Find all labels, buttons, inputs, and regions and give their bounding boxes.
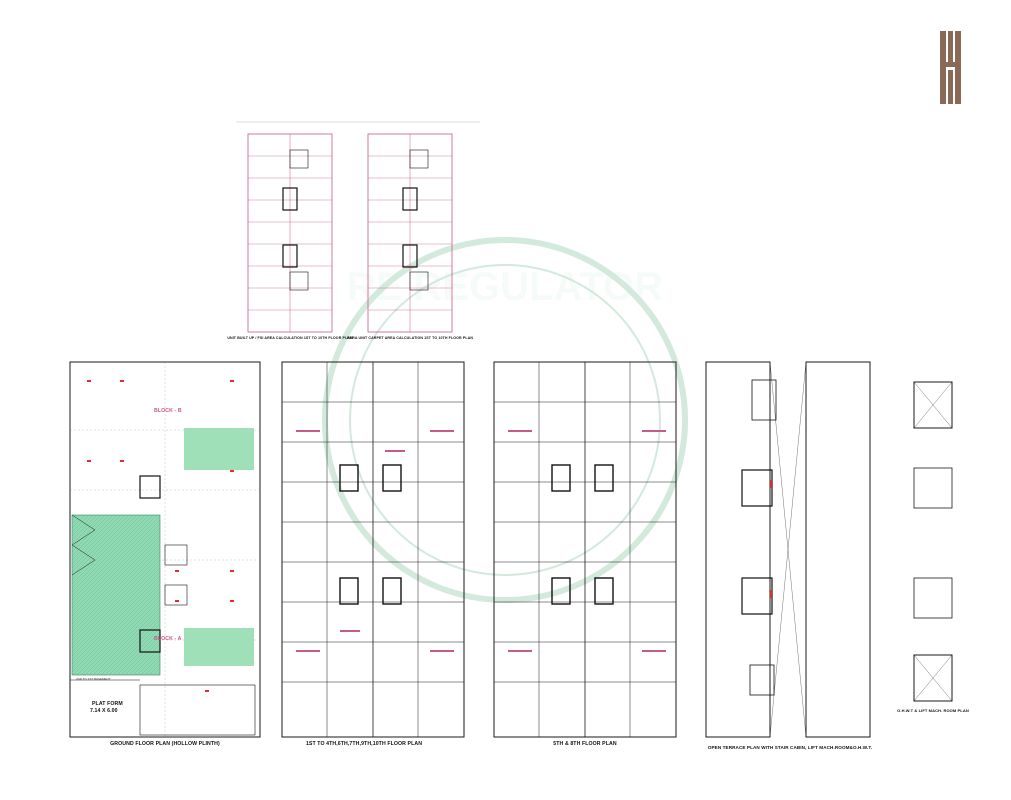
- basement-label: 2ND TO 1ST BASEMENT: [76, 677, 111, 681]
- fifth-eighth-floor-plan: [493, 361, 677, 738]
- ground-floor-plan: [69, 361, 261, 738]
- platform-size-label: 7.14 X 6.00: [90, 708, 118, 714]
- watermark-seal-icon: RE REGULATOR: [322, 237, 688, 603]
- platform-label: PLAT FORM: [92, 701, 123, 707]
- ground-floor-plan-title: GROUND FLOOR PLAN (HOLLOW PLINTH): [110, 741, 220, 747]
- unit-builtup-plan-title: UNIT BUILT UP / FSI AREA CALCULATION 1ST…: [227, 336, 353, 340]
- terrace-plan-title: OPEN TERRACE PLAN WITH STAIR CABIN, LIFT…: [708, 745, 872, 750]
- rera-carpet-plan-title: RERA UNIT CARPET AREA CALCULATION 1ST TO…: [347, 336, 473, 340]
- terrace-plan: [705, 361, 871, 738]
- fifth-eighth-floor-plan-title: 5TH & 8TH FLOOR PLAN: [553, 741, 617, 747]
- ohwt-plan: [913, 381, 953, 702]
- unit-builtup-plan: [236, 121, 480, 333]
- typical-floor-plan-title: 1ST TO 4TH,6TH,7TH,9TH,10TH FLOOR PLAN: [306, 741, 422, 747]
- block-a-label: BLOCK - A: [154, 636, 182, 642]
- typical-floor-plan: [281, 361, 465, 738]
- ohwt-plan-title: O.H.W.T & LIFT MACH. ROOM PLAN: [897, 708, 969, 713]
- rera-carpet-plan: [367, 133, 453, 333]
- block-b-label: BLOCK - B: [154, 408, 182, 414]
- watermark-text: RE REGULATOR: [347, 265, 663, 309]
- brand-logo-icon: [940, 31, 961, 104]
